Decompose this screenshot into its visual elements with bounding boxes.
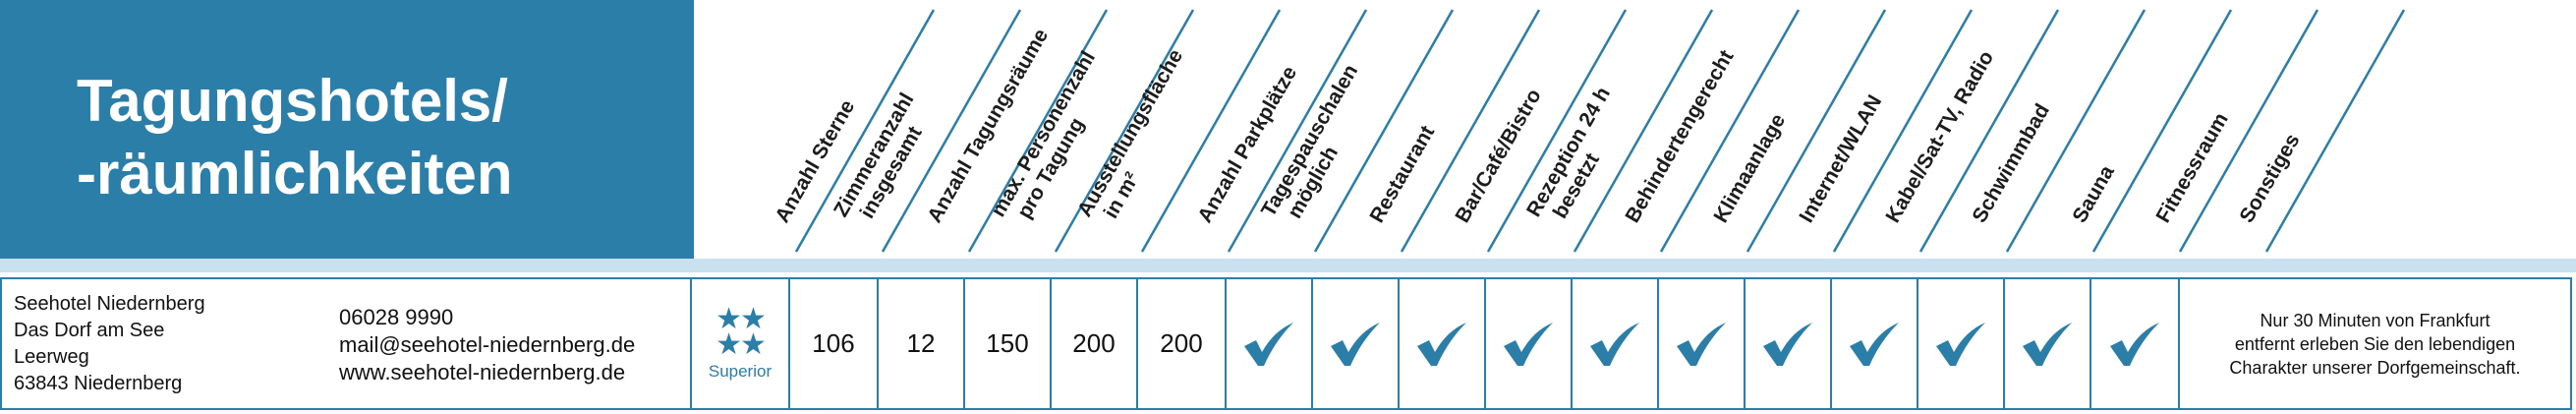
max-persons-value: 150	[963, 279, 1050, 408]
star-icon: ★★	[716, 302, 767, 335]
column-header-label: Restaurant	[1365, 122, 1439, 227]
check-cell	[2089, 279, 2178, 408]
header-divider	[1573, 9, 1714, 253]
header-divider	[794, 9, 936, 253]
check-cell	[1484, 279, 1571, 408]
column-header: Schwimmbad	[1968, 100, 2054, 227]
column-header: Sauna	[2068, 161, 2119, 226]
phone-number: 06028 9990	[339, 305, 454, 329]
header-divider	[881, 9, 1022, 253]
header-divider	[1746, 9, 1887, 253]
checkmark-icon	[1677, 322, 1726, 366]
check-cell	[2003, 279, 2089, 408]
header-divider	[1313, 9, 1455, 253]
checkmark-icon	[1504, 322, 1553, 366]
check-cell	[1657, 279, 1744, 408]
header-divider	[1140, 9, 1282, 253]
rooms-value: 106	[788, 279, 877, 408]
star-icon: ★★	[716, 327, 767, 361]
column-header: Sonstiges	[2235, 130, 2304, 226]
checkmark-icon	[2110, 322, 2159, 366]
column-header-label: Schwimmbad	[1968, 100, 2054, 227]
check-cell	[1225, 279, 1311, 408]
checkmark-icon	[1590, 322, 1639, 366]
header-divider	[1918, 9, 2060, 253]
header-divider	[2091, 9, 2233, 253]
checkmark-icon	[1331, 322, 1380, 366]
header-divider	[1400, 9, 1541, 253]
header-divider	[1486, 9, 1628, 253]
column-header-label: Klimaanlage	[1709, 110, 1790, 227]
meeting-rooms-value: 12	[877, 279, 963, 408]
header-divider	[2178, 9, 2319, 253]
note-line: Charakter unserer Dorfgemeinschaft.	[2229, 357, 2521, 378]
title-line-1: Tagungshotels/	[77, 68, 508, 134]
hotel-table-row: Seehotel Niedernberg Das Dorf am See Lee…	[0, 277, 2572, 410]
checkmark-icon	[1244, 322, 1293, 366]
column-header-label: Sauna	[2068, 161, 2119, 226]
title-block: Tagungshotels/ -räumlichkeiten	[0, 0, 694, 259]
header-divider	[1832, 9, 1974, 253]
checkmark-icon	[1850, 322, 1899, 366]
address-line: Das Dorf am See	[14, 320, 165, 341]
column-header-label: Sonstiges	[2235, 130, 2304, 226]
checkmark-icon	[1763, 322, 1812, 366]
stars-cell: ★★ ★★ Superior	[690, 279, 788, 408]
note-cell: Nur 30 Minuten von Frankfurt entfernt er…	[2178, 279, 2570, 408]
address-line: 63843 Niedernberg	[14, 373, 183, 394]
column-headers: Anzahl SterneZimmeranzahlinsgesamtAnzahl…	[771, 9, 2406, 253]
check-cell	[1571, 279, 1657, 408]
header-divider	[1659, 9, 1801, 253]
header-divider	[967, 9, 1109, 253]
checkmark-icon	[1936, 322, 1985, 366]
address-block: Seehotel Niedernberg Das Dorf am See Lee…	[14, 291, 205, 397]
header-divider	[1227, 9, 1368, 253]
note-text: Nur 30 Minuten von Frankfurt entfernt er…	[2229, 309, 2520, 380]
column-header: Klimaanlage	[1709, 110, 1790, 227]
note-line: Nur 30 Minuten von Frankfurt	[2260, 310, 2490, 330]
title-line-2: -räumlichkeiten	[77, 141, 513, 207]
check-cell	[1398, 279, 1484, 408]
exhibition-area-value: 200	[1050, 279, 1136, 408]
checkmark-icon	[2023, 322, 2072, 366]
contact-cell: 06028 9990 mail@seehotel-niedernberg.de …	[2, 279, 690, 408]
parking-value: 200	[1136, 279, 1225, 408]
address-line: Leerweg	[14, 346, 89, 368]
column-header-label: Internet/WLAN	[1795, 91, 1886, 227]
header-divider	[2005, 9, 2147, 253]
column-header: Internet/WLAN	[1795, 91, 1886, 227]
note-line: entfernt erleben Sie den lebendigen	[2234, 333, 2516, 354]
check-cell	[1917, 279, 2003, 408]
address-cell: Seehotel Niedernberg Das Dorf am See Lee…	[2, 279, 322, 408]
header-divider	[2264, 9, 2406, 253]
page-title: Tagungshotels/ -räumlichkeiten	[77, 65, 512, 210]
contact-block: 06028 9990 mail@seehotel-niedernberg.de …	[339, 304, 635, 386]
check-cell	[1830, 279, 1917, 408]
hotel-name: Seehotel Niedernberg	[14, 293, 205, 315]
email-link[interactable]: mail@seehotel-niedernberg.de	[339, 332, 636, 357]
superior-label: Superior	[708, 361, 773, 381]
header-divider	[1054, 9, 1195, 253]
column-header: Restaurant	[1365, 122, 1439, 227]
checkmark-icon	[1417, 322, 1466, 366]
header-band	[0, 259, 2576, 272]
check-cell	[1744, 279, 1830, 408]
check-cell	[1311, 279, 1398, 408]
website-link[interactable]: www.seehotel-niedernberg.de	[339, 360, 626, 384]
